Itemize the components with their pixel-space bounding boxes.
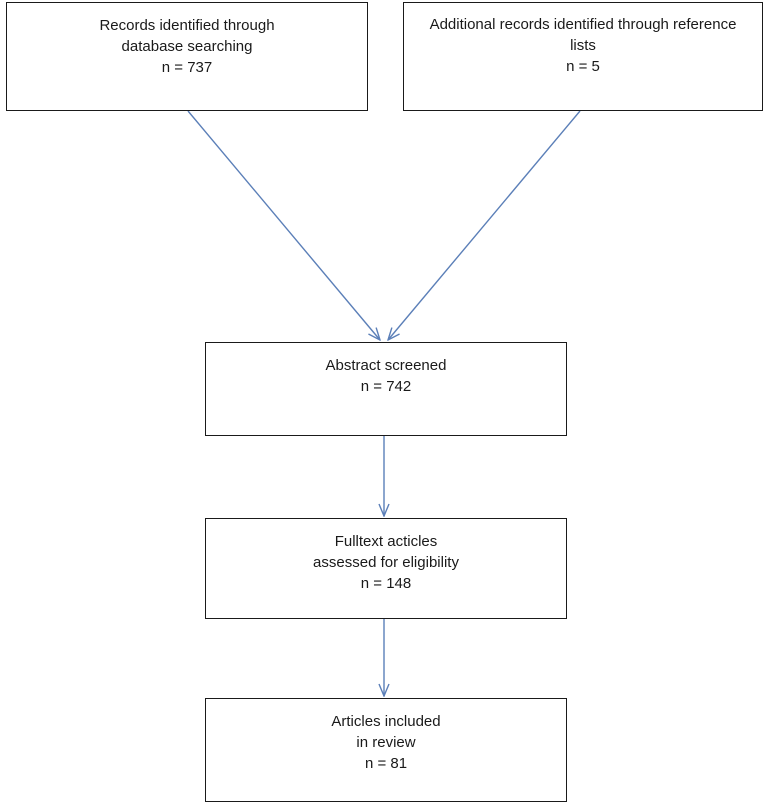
articles-included-box: Articles included in review n = 81 <box>205 698 567 802</box>
abstract-screened-line-1: Abstract screened <box>325 357 447 374</box>
articles-included-count: n = 81 <box>364 755 408 772</box>
records-database-count: n = 737 <box>161 59 213 76</box>
articles-included-line-1: Articles included <box>331 713 441 730</box>
fulltext-assessed-count: n = 148 <box>360 575 412 592</box>
abstract-screened-count: n = 742 <box>360 378 412 395</box>
fulltext-assessed-box: Fulltext acticles assessed for eligibili… <box>205 518 567 619</box>
records-database-line-2: database searching <box>121 38 253 55</box>
fulltext-assessed-line-1: Fulltext acticles <box>334 533 438 550</box>
fulltext-assessed-line-2: assessed for eligibility <box>313 554 459 571</box>
articles-included-line-2: in review <box>356 734 416 751</box>
records-reference-count: n = 5 <box>566 58 600 75</box>
records-database-box: Records identified through database sear… <box>6 2 368 111</box>
records-database-line-1: Records identified through <box>99 17 275 34</box>
records-reference-line-1: Additional records identified through re… <box>429 16 737 33</box>
arrow-database-to-abstract <box>187 110 380 340</box>
arrow-reference-to-abstract <box>388 110 581 340</box>
abstract-screened-box: Abstract screened n = 742 <box>205 342 567 436</box>
records-reference-box: Additional records identified through re… <box>403 2 763 111</box>
records-reference-line-2: lists <box>570 37 596 54</box>
